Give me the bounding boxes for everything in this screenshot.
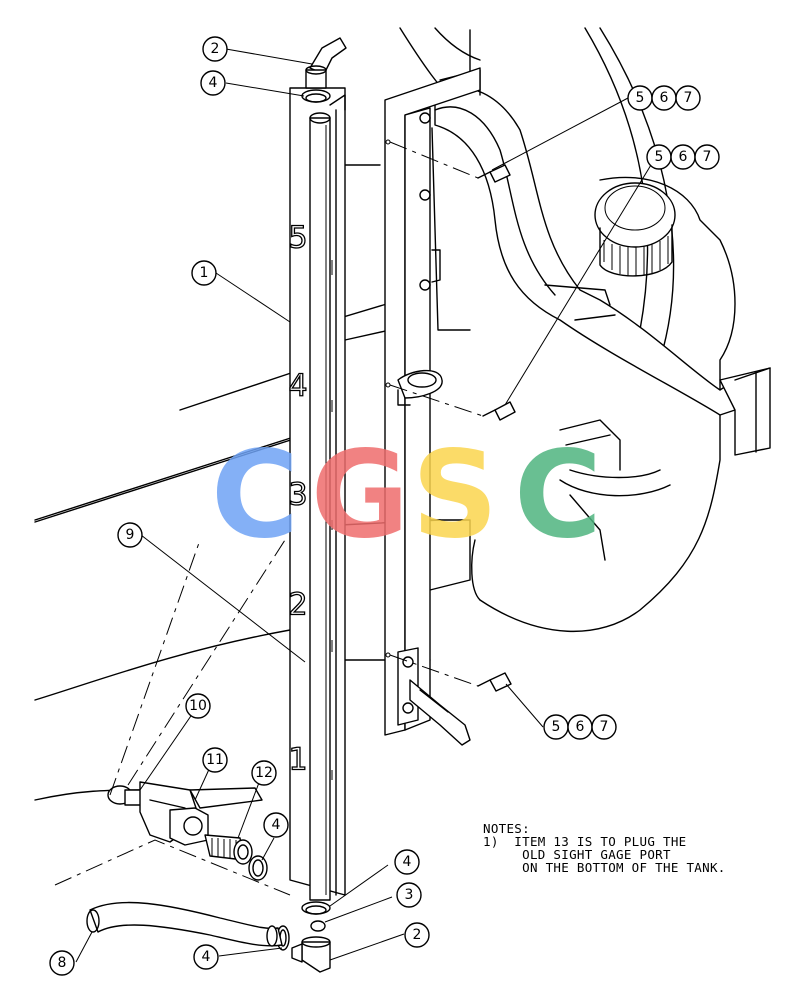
notes-line-1: 1) ITEM 13 IS TO PLUG THE (483, 834, 687, 849)
tank-fill-cap (594, 182, 676, 277)
watermark-letter-c1: C (211, 427, 299, 566)
top-hose-clamp (301, 89, 331, 103)
valve-axis-line-2 (127, 539, 286, 786)
svg-text:5: 5 (636, 90, 645, 106)
callout-567-mid: 5 6 7 (646, 144, 720, 170)
sight-gage-panel (289, 87, 346, 901)
svg-text:8: 8 (58, 955, 67, 971)
drain-hose (86, 901, 283, 947)
callout-2-top: 2 (202, 36, 228, 62)
svg-text:6: 6 (660, 90, 669, 106)
notes-line-3: ON THE BOTTOM OF THE TANK. (483, 860, 726, 875)
svg-text:7: 7 (600, 719, 609, 735)
svg-text:9: 9 (126, 527, 135, 543)
level-scale: 5 4 3 2 1 (288, 220, 333, 780)
notes-block: NOTES:1) ITEM 13 IS TO PLUG THE OLD SIGH… (483, 822, 726, 874)
callout-8: 8 (49, 950, 75, 976)
callout-10: 10 (185, 693, 211, 719)
callout-4-low: 4 (394, 849, 420, 875)
valve-hose-clamp (248, 855, 268, 881)
scale-mark-3: 3 (288, 478, 307, 513)
callout-4-bottom: 4 (193, 944, 219, 970)
callout-2-bottom: 2 (404, 922, 430, 948)
valve-axis-line (109, 539, 201, 796)
notes-heading: NOTES: (483, 821, 530, 836)
bottom-hose-clamp (301, 901, 331, 915)
svg-text:4: 4 (209, 75, 218, 91)
bolt-bottom (477, 672, 512, 692)
bottom-latch (397, 647, 471, 746)
callout-1: 1 (191, 260, 217, 286)
svg-text:12: 12 (255, 765, 273, 781)
mounting-bracket (384, 67, 481, 736)
svg-text:2: 2 (211, 41, 220, 57)
svg-text:4: 4 (202, 949, 211, 965)
callout-9: 9 (117, 522, 143, 548)
svg-text:4: 4 (403, 854, 412, 870)
svg-text:5: 5 (655, 149, 664, 165)
bolt-top (477, 164, 511, 183)
bottom-plug (310, 920, 326, 932)
cgsc-watermark: C G S C (211, 427, 602, 566)
callout-4-top: 4 (200, 70, 226, 96)
callout-11: 11 (202, 747, 228, 773)
watermark-letter-s: S (412, 427, 498, 566)
svg-text:3: 3 (405, 887, 414, 903)
scale-mark-4: 4 (288, 369, 307, 404)
drain-valve-assembly (107, 781, 263, 865)
bolt-bottom-axis (389, 654, 479, 687)
hose-route-line (54, 839, 291, 896)
scale-mark-2: 2 (288, 588, 307, 623)
bolt-top-axis (389, 141, 479, 179)
top-elbow-fitting (305, 37, 347, 89)
callout-12: 12 (251, 760, 277, 786)
bolt-mid-axis (389, 384, 484, 417)
svg-text:2: 2 (413, 927, 422, 943)
tank-body (399, 27, 736, 632)
svg-text:10: 10 (189, 698, 207, 714)
svg-text:1: 1 (200, 265, 209, 281)
leader-lines (75, 48, 655, 963)
bolt-mid (482, 401, 516, 421)
scale-mark-5: 5 (288, 221, 307, 256)
svg-text:7: 7 (703, 149, 712, 165)
svg-text:4: 4 (272, 817, 281, 833)
svg-text:6: 6 (679, 149, 688, 165)
tube-clamp-mid (397, 369, 443, 406)
callout-4-mid: 4 (263, 812, 289, 838)
svg-text:6: 6 (576, 719, 585, 735)
bottom-elbow-fitting (291, 936, 331, 973)
air-duct (431, 69, 771, 456)
svg-text:7: 7 (684, 90, 693, 106)
watermark-letter-g: G (311, 427, 410, 566)
callout-567-bottom: 5 6 7 (543, 714, 617, 740)
callout-3: 3 (396, 882, 422, 908)
callout-567-top: 5 6 7 (627, 85, 701, 111)
svg-text:11: 11 (206, 752, 224, 768)
watermark-letter-c2: C (514, 427, 602, 566)
notes-line-2: OLD SIGHT GAGE PORT (483, 847, 671, 862)
scale-mark-1: 1 (288, 743, 307, 778)
svg-text:5: 5 (552, 719, 561, 735)
